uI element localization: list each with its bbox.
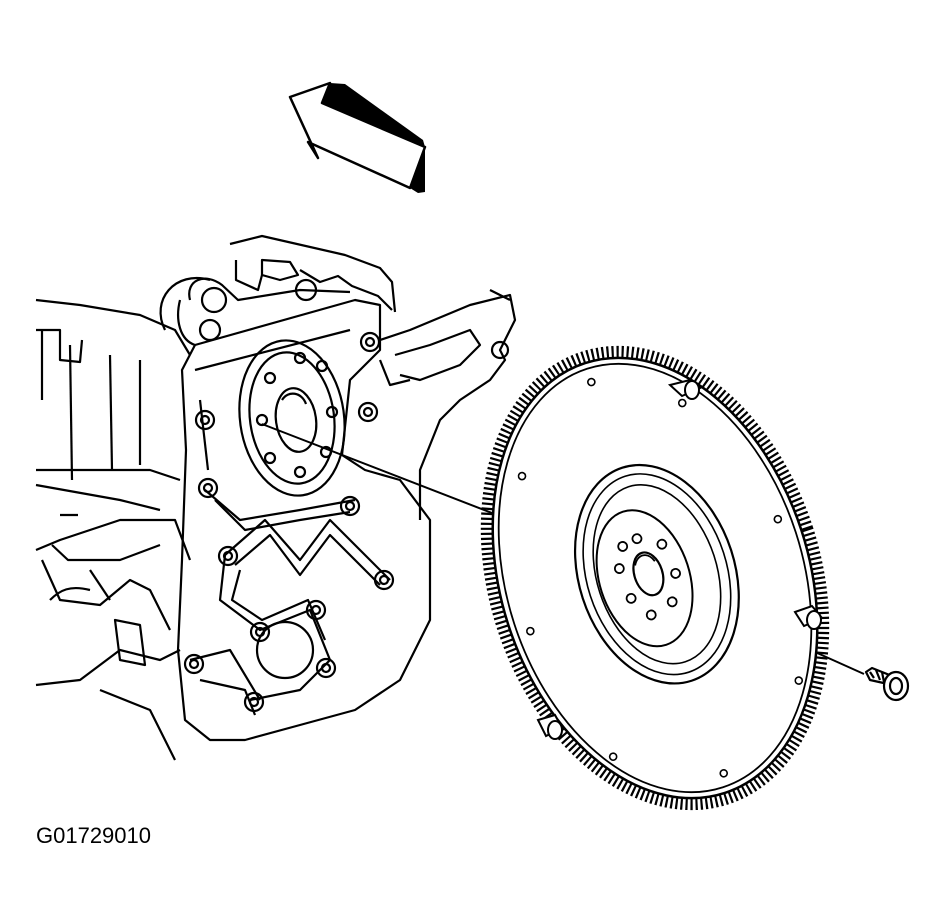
flywheel-dowel-pin bbox=[667, 378, 702, 400]
front-direction-arrow-icon bbox=[288, 81, 427, 193]
flywheel-dowel-pin bbox=[536, 713, 564, 740]
flywheel-bolt-icon bbox=[864, 666, 910, 702]
flywheel-dowel-pin bbox=[793, 604, 824, 630]
flywheel bbox=[480, 345, 830, 811]
engine-block bbox=[35, 234, 517, 761]
figure-id-label: G01729010 bbox=[36, 823, 151, 848]
